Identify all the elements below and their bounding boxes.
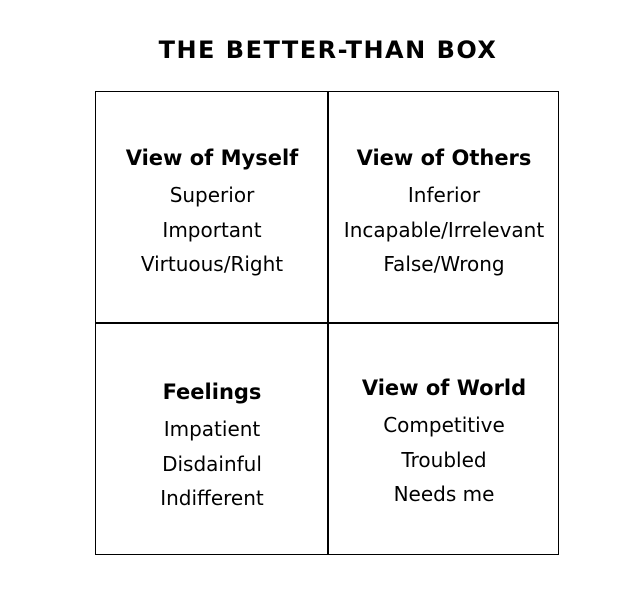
- horizontal-divider: [96, 322, 558, 324]
- diagram-title: THE BETTER-THAN BOX: [158, 36, 498, 64]
- quadrant-item: Incapable/Irrelevant: [343, 217, 545, 242]
- quadrant-item: Virtuous/Right: [140, 252, 284, 276]
- quadrant-item: Superior: [169, 183, 255, 207]
- quadrant-view-of-others: View of Others Inferior Incapable/Irrele…: [328, 144, 560, 282]
- quadrant-item: Competitive: [383, 413, 505, 437]
- better-than-box-grid: View of Myself Superior Important Virtuo…: [95, 91, 559, 555]
- quadrant-heading: Feelings: [162, 380, 262, 404]
- quadrant-view-of-myself: View of Myself Superior Important Virtuo…: [96, 144, 328, 282]
- quadrant-item: Disdainful: [162, 451, 262, 476]
- quadrant-item: Inferior: [407, 183, 481, 207]
- quadrant-view-of-world: View of World Competitive Troubled Needs…: [328, 374, 560, 512]
- quadrant-item: Troubled: [401, 447, 487, 472]
- quadrant-feelings: Feelings Impatient Disdainful Indifferen…: [96, 378, 328, 516]
- quadrant-item: False/Wrong: [383, 252, 505, 276]
- quadrant-item: Impatient: [163, 417, 261, 441]
- quadrant-item: Indifferent: [160, 486, 264, 510]
- quadrant-heading: View of World: [361, 376, 527, 400]
- quadrant-item: Important: [162, 217, 262, 242]
- quadrant-item: Needs me: [393, 482, 495, 506]
- quadrant-heading: View of Others: [356, 146, 532, 170]
- quadrant-heading: View of Myself: [125, 146, 299, 170]
